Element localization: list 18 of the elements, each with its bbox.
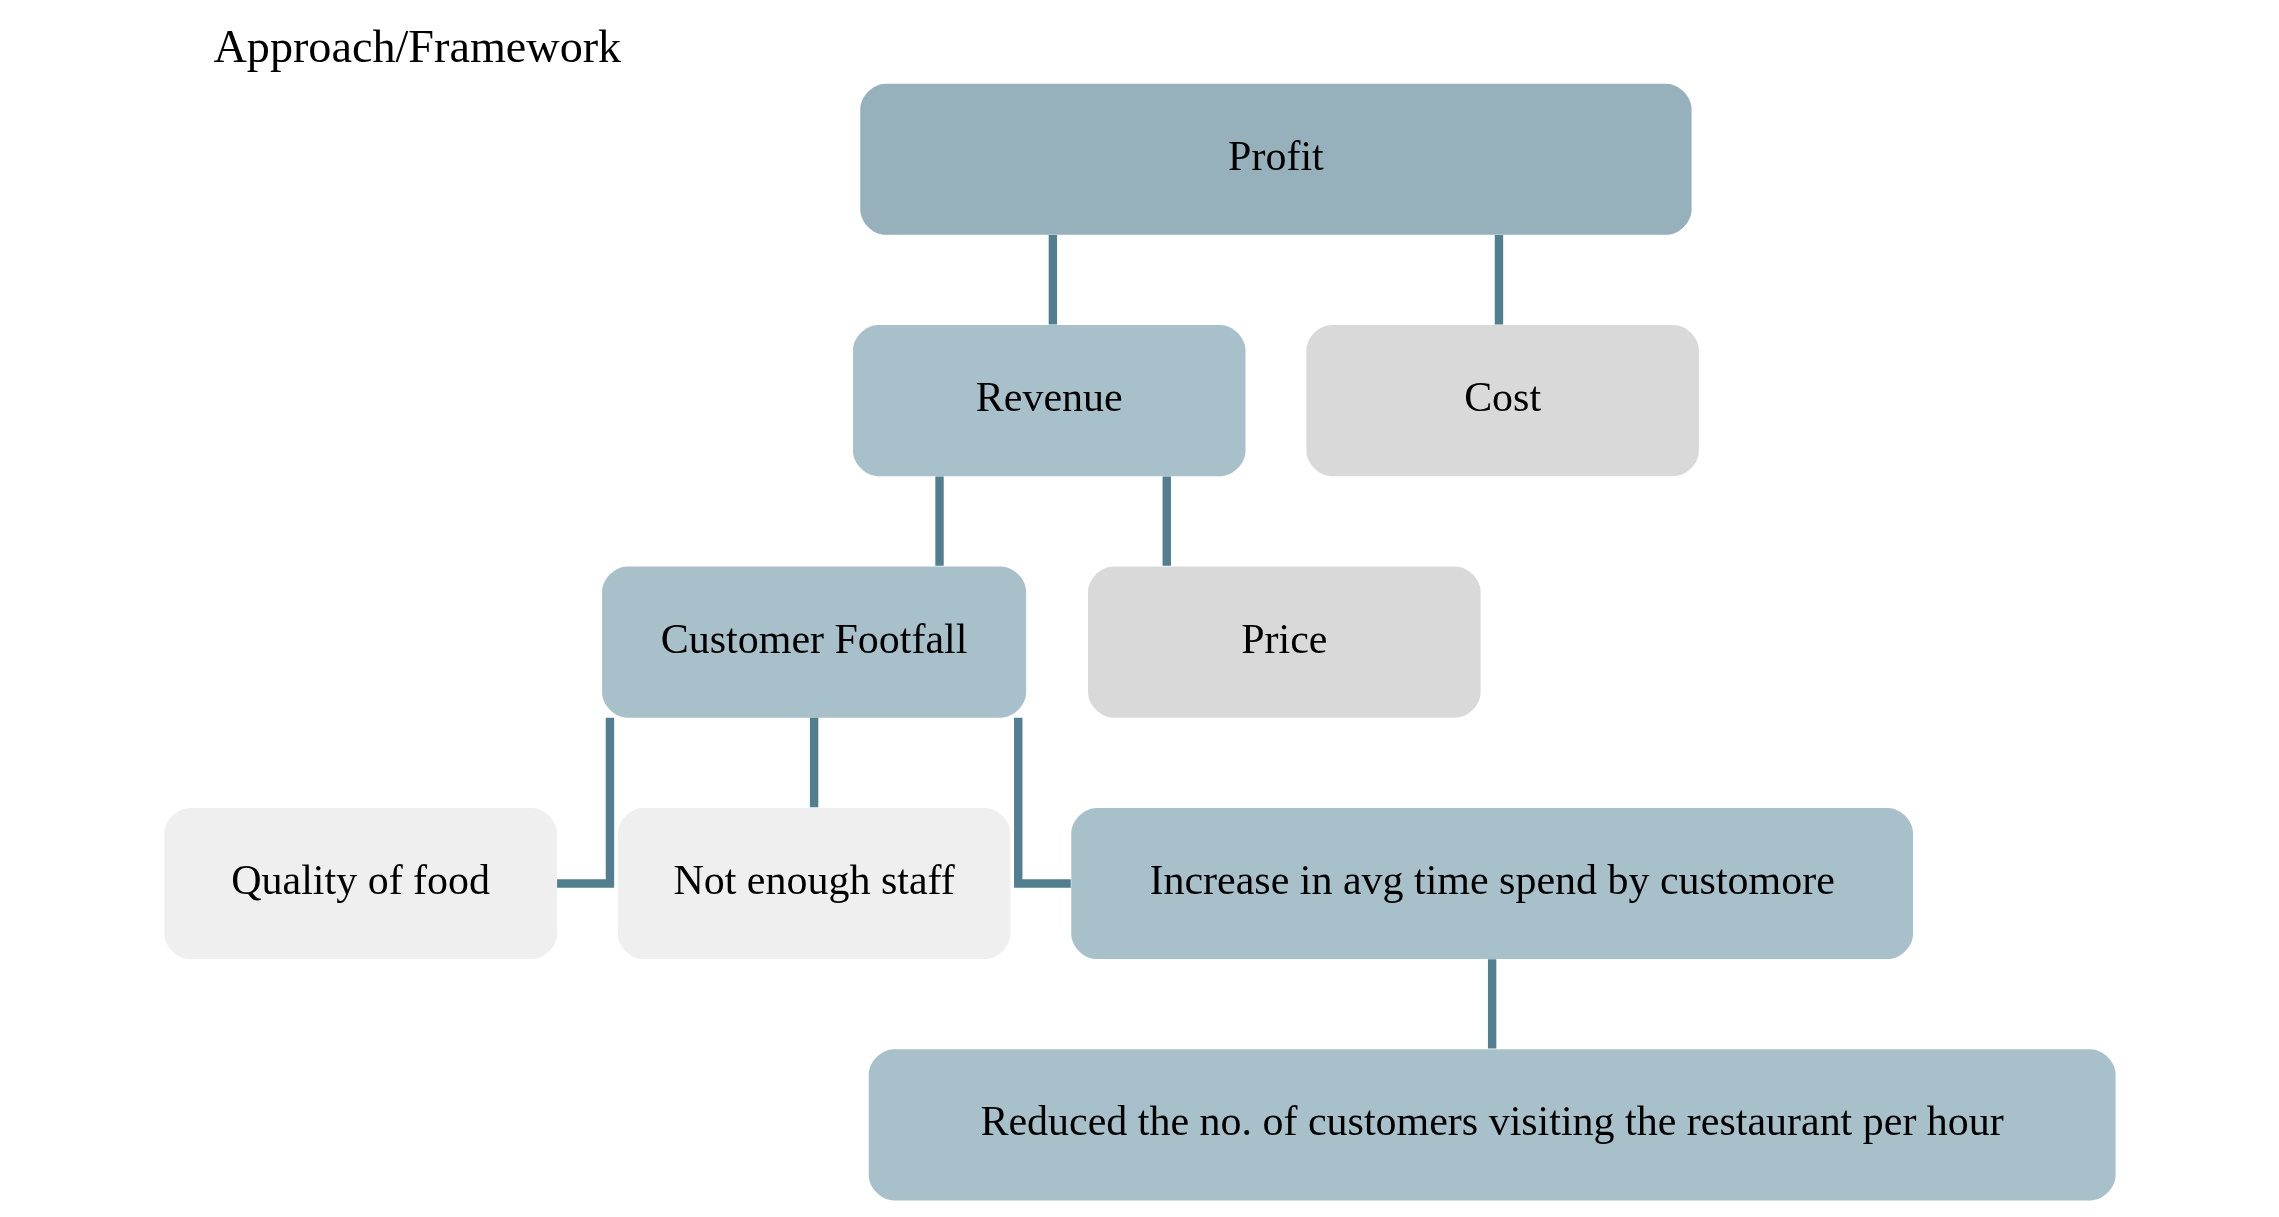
node-box: Increase in avg time spend by customore xyxy=(1070,807,1913,960)
node-box: Customer Footfall xyxy=(601,566,1026,718)
connector xyxy=(809,717,818,808)
connector xyxy=(1487,959,1496,1049)
node-box: Cost xyxy=(1305,325,1699,477)
node-box: Reduced the no. of customers visiting the restaurant per hour xyxy=(868,1049,2116,1201)
connector xyxy=(556,717,614,888)
node-box: Profit xyxy=(859,83,1692,235)
node-box: Quality of food xyxy=(163,807,557,960)
connector xyxy=(1494,235,1503,325)
connector xyxy=(1048,235,1057,325)
node-box: Not enough staff xyxy=(617,807,1010,960)
node-box: Price xyxy=(1087,566,1481,718)
connector xyxy=(1162,476,1171,566)
node-box: Revenue xyxy=(852,325,1245,477)
connector xyxy=(934,476,944,566)
connector xyxy=(1013,717,1071,888)
diagram-title: Approach/Framework xyxy=(212,20,621,72)
